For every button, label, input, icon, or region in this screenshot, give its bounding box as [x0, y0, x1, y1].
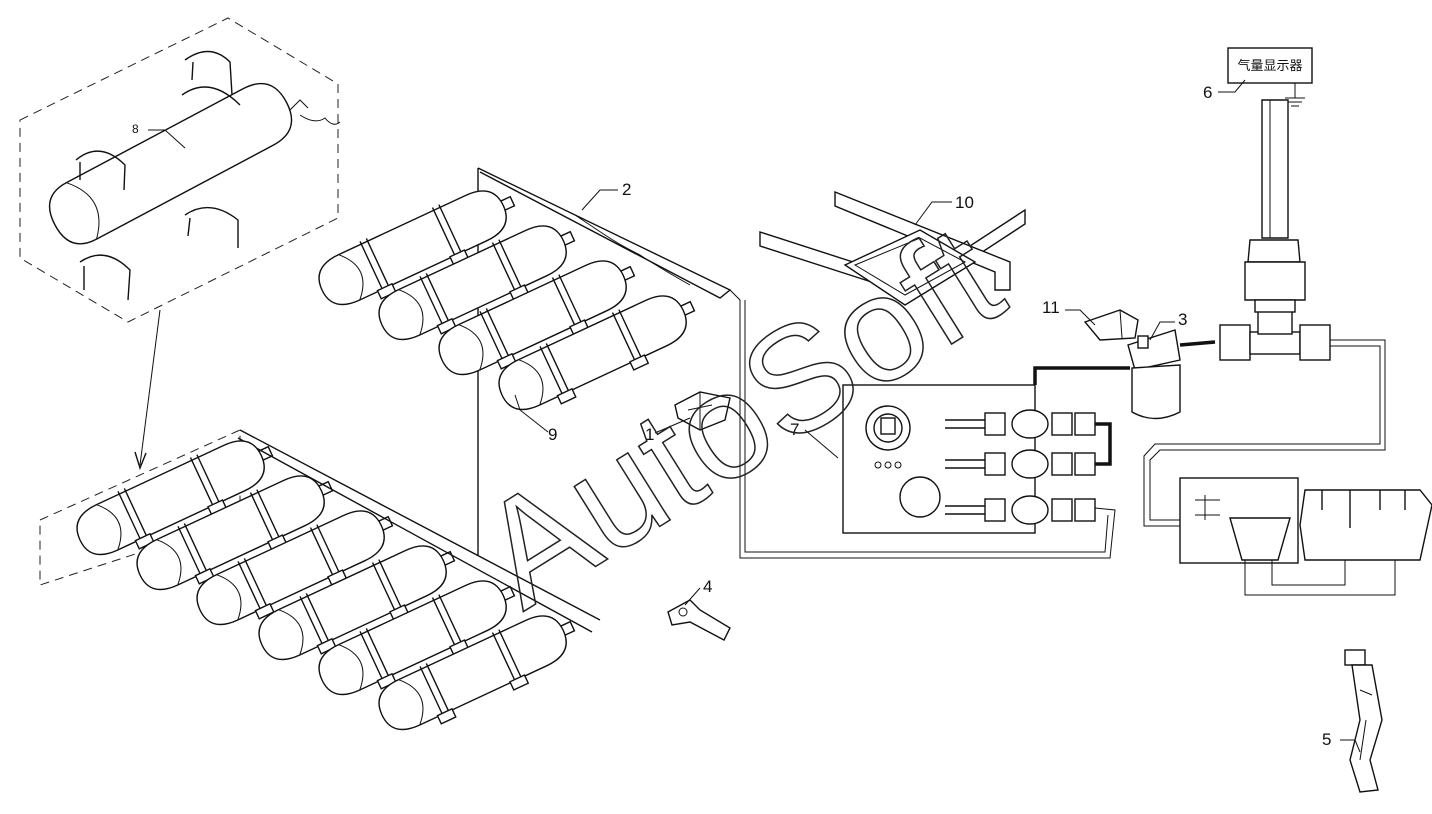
exploded-view-group	[19, 17, 341, 323]
callout-2: 2	[622, 180, 631, 199]
lower-cylinder-rack	[39, 425, 601, 746]
item-11-bracket	[1083, 309, 1139, 341]
supply-pipe	[729, 289, 1116, 559]
item-6-transducer	[1244, 99, 1306, 313]
callout-11: 11	[1042, 298, 1060, 317]
callout-7: 7	[790, 420, 799, 439]
callout-10: 10	[955, 193, 974, 212]
gas-display: 气量显示器	[1227, 47, 1313, 107]
controller-assembly	[1179, 477, 1432, 596]
upper-cylinder-rack	[309, 167, 732, 555]
item-3-filter	[1127, 329, 1216, 420]
callout-6: 6	[1203, 83, 1212, 102]
item-7-valve-panel	[842, 366, 1130, 534]
item-4-strap	[667, 599, 731, 641]
return-pipe	[1143, 339, 1386, 527]
leader-lines	[148, 79, 1361, 753]
item-10-frame	[759, 190, 1026, 306]
tee-fitting	[1219, 309, 1331, 361]
item-1-bracket	[674, 391, 731, 431]
callout-8: 8	[132, 122, 139, 136]
gas-display-label: 气量显示器	[1237, 58, 1302, 74]
callout-1: 1	[645, 425, 654, 444]
callout-9: 9	[548, 425, 557, 444]
callout-4: 4	[703, 577, 712, 596]
explode-arrow	[139, 309, 161, 466]
item-5-bracket	[1344, 649, 1383, 793]
callout-5: 5	[1322, 730, 1331, 749]
callout-labels: 8 2 10 11 3 6 7 9 1 4 5	[132, 83, 1331, 749]
explode-arrowhead	[134, 451, 147, 471]
callout-3: 3	[1178, 310, 1187, 329]
